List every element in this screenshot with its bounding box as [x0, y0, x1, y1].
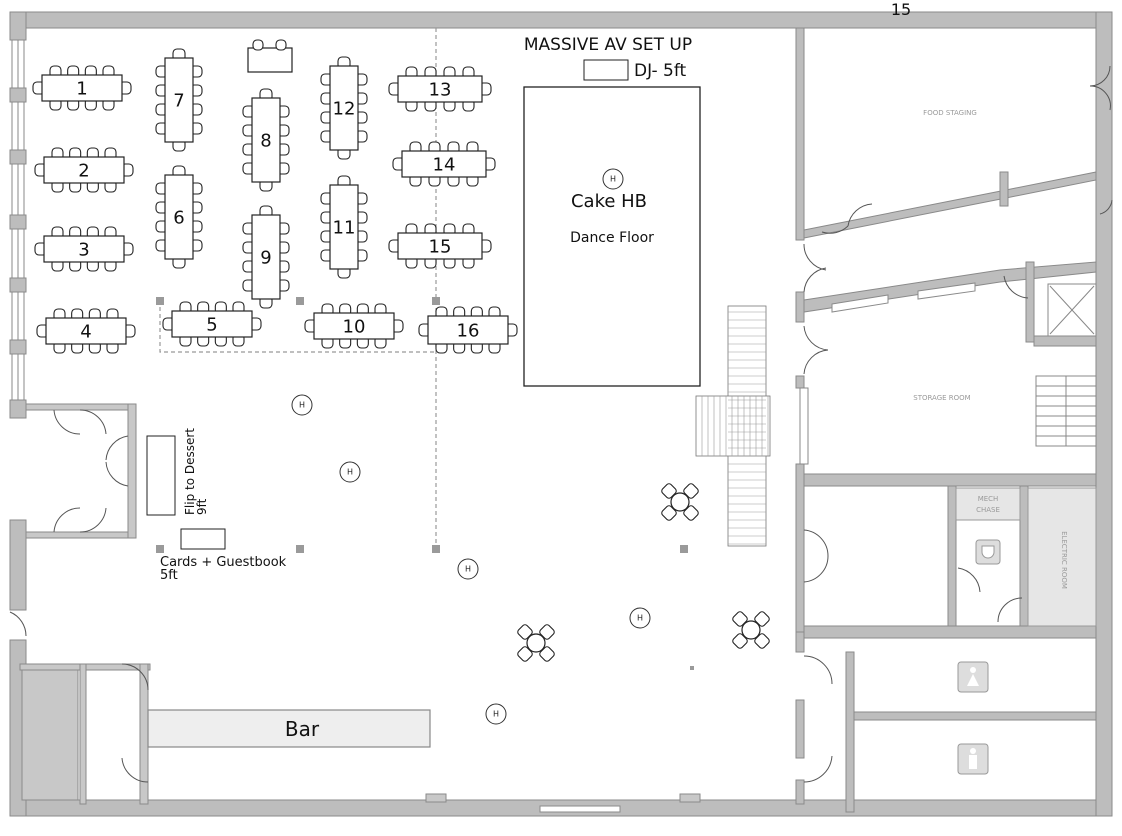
mens-restroom-icon: [957, 743, 989, 775]
svg-text:H: H: [299, 401, 305, 410]
table-number: 12: [333, 99, 356, 120]
table-12: 12: [320, 56, 368, 160]
cards-size: 5ft: [160, 568, 178, 583]
flip-dessert-size: 9ft: [195, 498, 209, 515]
table-top: [43, 156, 125, 184]
table-2: 2: [34, 147, 134, 193]
table-number: 15: [429, 237, 452, 258]
svg-text:H: H: [637, 614, 643, 623]
cocktail-layer: [517, 483, 770, 662]
right-wing: FOOD STAGING STORAGE ROOM MECH CHASE ELE…: [795, 27, 1113, 813]
table-13: 13: [388, 66, 492, 112]
food-staging-label: FOOD STAGING: [923, 109, 977, 117]
table-number: 11: [333, 218, 356, 239]
table-number: 4: [80, 322, 91, 343]
cards-table: [180, 528, 226, 550]
table-number: 14: [433, 155, 456, 176]
cocktail-table: [517, 624, 555, 662]
table-top: [164, 174, 194, 260]
table-number: 3: [78, 240, 89, 261]
dance-floor: Cake HB Dance Floor: [523, 86, 701, 387]
small-table: [247, 39, 293, 73]
table-number: 8: [260, 131, 271, 152]
table-top: [251, 97, 281, 183]
table-number: 13: [429, 80, 452, 101]
table-top: [329, 184, 359, 270]
table-number: 5: [206, 315, 217, 336]
table-11: 11: [320, 175, 368, 279]
cake-label: Cake HB: [571, 191, 647, 212]
table-top: [171, 310, 253, 338]
cards-label: Cards + Guestbook: [160, 555, 287, 570]
toilet-icon: [975, 539, 1001, 565]
heater-icon: H: [629, 607, 651, 629]
table-top: [427, 315, 509, 345]
table-number: 10: [343, 317, 366, 338]
dance-floor-label: Dance Floor: [570, 230, 654, 246]
table-number: 7: [173, 91, 184, 112]
cocktail-table: [732, 611, 770, 649]
svg-text:H: H: [347, 468, 353, 477]
table-top: [397, 75, 483, 103]
dashed-area: [156, 28, 694, 670]
table-number: 1: [76, 79, 87, 100]
heater-icon: H: [485, 703, 507, 725]
heaters-layer: H H H H H H: [291, 168, 651, 725]
mech-chase-label-2: CHASE: [976, 506, 1000, 514]
table-top: [164, 57, 194, 143]
top-number-label: 15: [891, 0, 911, 19]
table-15: 15: [388, 223, 492, 269]
table-14: 14: [392, 141, 496, 187]
table-5: 5: [162, 301, 262, 347]
heater-icon: H: [291, 394, 313, 416]
av-setup-label: MASSIVE AV SET UP: [524, 35, 692, 55]
table-4: 4: [36, 308, 136, 354]
mech-chase-label-1: MECH: [978, 495, 999, 503]
table-9: 9: [242, 205, 290, 309]
table-top: [313, 312, 395, 340]
dj-table: [583, 59, 629, 81]
table-top: [41, 74, 123, 102]
table-top: [401, 150, 487, 178]
table-16: 16: [418, 306, 518, 354]
bar: Bar: [147, 709, 431, 748]
table-7: 7: [155, 48, 203, 152]
table-number: 2: [78, 161, 89, 182]
table-top: [329, 65, 359, 151]
dj-label: DJ- 5ft: [634, 61, 687, 81]
bar-label: Bar: [285, 717, 320, 741]
table-8: 8: [242, 88, 290, 192]
heater-icon: H: [339, 461, 361, 483]
electric-room-label: ELECTRIC ROOM: [1060, 531, 1068, 589]
dessert-table: [146, 435, 176, 516]
table-3: 3: [34, 226, 134, 272]
cocktail-table: [661, 483, 699, 521]
table-number: 16: [457, 321, 480, 342]
heater-icon: H: [457, 558, 479, 580]
table-10: 10: [304, 303, 404, 349]
table-number: 6: [173, 208, 184, 229]
svg-text:H: H: [610, 175, 616, 184]
svg-text:H: H: [465, 565, 471, 574]
bottom-left-rooms: [19, 663, 701, 813]
stairs-icon: [1035, 375, 1097, 447]
table-top: [43, 235, 125, 263]
table-number: 9: [260, 248, 271, 269]
table-top: [397, 232, 483, 260]
table-top: [251, 214, 281, 300]
svg-text:H: H: [493, 710, 499, 719]
table-6: 6: [155, 165, 203, 269]
heater-icon: H: [602, 168, 624, 190]
table-1: 1: [32, 65, 132, 111]
storage-room-label: STORAGE ROOM: [913, 394, 970, 402]
womens-restroom-icon: [957, 661, 989, 693]
table-top: [45, 317, 127, 345]
flip-dessert-label: Flip to Dessert: [183, 428, 197, 515]
stairs-icon: [695, 305, 771, 547]
